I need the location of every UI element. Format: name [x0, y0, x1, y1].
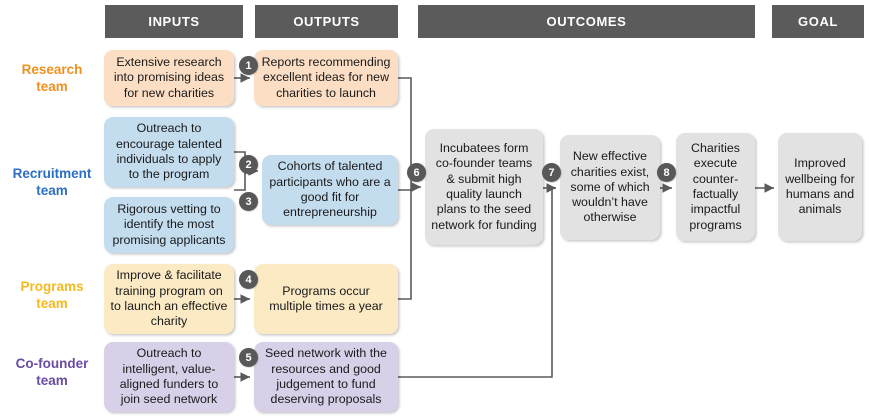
node-research-input[interactable]: Extensive research into promising ideas …	[104, 50, 234, 106]
node-label: Improve & facilitate training program on…	[110, 268, 228, 329]
node-label: Incubatees form co-founder teams & submi…	[431, 141, 537, 232]
column-header-outputs: OUTPUTS	[255, 5, 398, 38]
column-header-inputs: INPUTS	[105, 5, 243, 38]
step-badge-1: 1	[239, 56, 258, 75]
node-recruit-vetting[interactable]: Rigorous vetting to identify the most pr…	[104, 197, 234, 253]
row-label-research: Research team	[4, 58, 100, 98]
step-badge-5: 5	[239, 348, 258, 367]
node-label: New effective charities exist, some of w…	[570, 149, 650, 225]
node-cofounder-input[interactable]: Outreach to intelligent, value-aligned f…	[104, 342, 234, 412]
node-label: Reports recommending excellent ideas for…	[261, 55, 391, 100]
row-label-line2: team	[36, 296, 68, 311]
node-label: Programs occur multiple times a year	[269, 283, 383, 313]
step-badge-4: 4	[239, 270, 258, 289]
row-label-recruitment: Recruitment team	[0, 162, 104, 202]
node-label: Improved wellbeing for humans and animal…	[785, 156, 855, 217]
node-recruit-output[interactable]: Cohorts of talented participants who are…	[262, 155, 398, 225]
step-badge-2: 2	[239, 155, 258, 174]
row-label-line1: Co-founder	[15, 356, 89, 371]
step-badge-6: 6	[407, 163, 426, 182]
node-label: Rigorous vetting to identify the most pr…	[112, 202, 226, 247]
row-label-line2: team	[36, 79, 68, 94]
row-label-cofounder: Co-founder team	[2, 352, 102, 392]
node-label: Seed network with the resources and good…	[265, 346, 387, 407]
node-outcome-newcharities[interactable]: New effective charities exist, some of w…	[560, 135, 660, 240]
node-label: Outreach to intelligent, value-aligned f…	[119, 346, 219, 407]
node-programs-output[interactable]: Programs occur multiple times a year	[254, 264, 398, 334]
row-label-line2: team	[36, 183, 68, 198]
node-cofounder-output[interactable]: Seed network with the resources and good…	[254, 342, 398, 412]
row-label-line1: Recruitment	[12, 166, 92, 181]
node-outcome-incubatees[interactable]: Incubatees form co-founder teams & submi…	[425, 129, 543, 245]
step-badge-8: 8	[657, 163, 676, 182]
conn-outputs-merge	[398, 77, 421, 300]
node-outcome-execute[interactable]: Charities execute counter-factually impa…	[676, 133, 755, 241]
column-header-goal: GOAL	[772, 5, 864, 38]
row-label-programs: Programs team	[4, 275, 100, 315]
node-label: Extensive research into promising ideas …	[113, 55, 225, 100]
node-label: Outreach to encourage talented individua…	[115, 121, 223, 182]
node-recruit-outreach[interactable]: Outreach to encourage talented individua…	[104, 117, 234, 187]
step-badge-7: 7	[542, 163, 561, 182]
node-label: Charities execute counter-factually impa…	[689, 141, 742, 232]
column-header-outcomes: OUTCOMES	[418, 5, 755, 38]
step-badge-3: 3	[239, 192, 258, 211]
node-label: Cohorts of talented participants who are…	[269, 159, 391, 220]
node-research-output[interactable]: Reports recommending excellent ideas for…	[254, 50, 398, 106]
row-label-line1: Programs	[20, 279, 84, 294]
row-label-line1: Research	[21, 62, 83, 77]
node-goal-wellbeing[interactable]: Improved wellbeing for humans and animal…	[778, 133, 862, 241]
node-programs-input[interactable]: Improve & facilitate training program on…	[104, 264, 234, 334]
row-label-line2: team	[36, 373, 68, 388]
